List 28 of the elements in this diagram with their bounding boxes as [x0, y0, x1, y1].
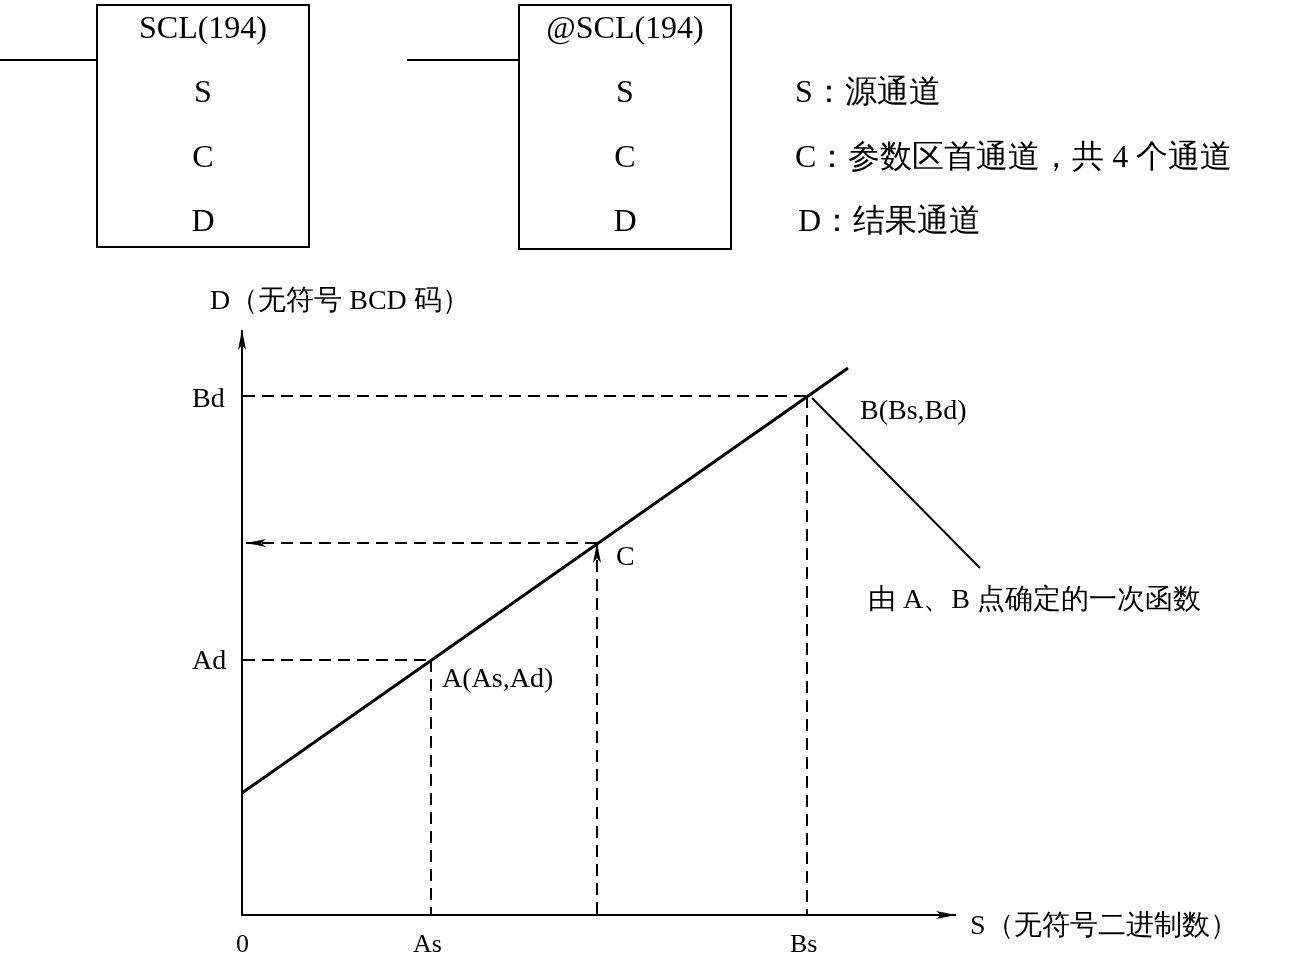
tick-label: 0 — [236, 928, 249, 956]
axis-label: S（无符号二进制数） — [970, 909, 1238, 941]
tick-label: Ad — [192, 644, 227, 676]
instruction-box — [96, 4, 310, 248]
point-label: A(As,Ad) — [442, 662, 554, 694]
operand-name: C — [192, 138, 214, 174]
annotation-text: 由 A、B 点确定的一次函数 — [868, 583, 1201, 615]
point-label: C — [616, 540, 635, 572]
operand-name: S — [616, 73, 634, 109]
function-line — [241, 366, 849, 795]
operand-name: C — [614, 138, 636, 174]
tick-label: Bd — [192, 382, 225, 414]
tick-label: Bs — [790, 928, 818, 956]
definition-text: S：源通道 — [795, 75, 941, 107]
leader-line — [811, 397, 981, 569]
point-label: B(Bs,Bd) — [860, 394, 967, 426]
tick-label: As — [413, 928, 442, 956]
definition-text: D：结果通道 — [798, 204, 982, 236]
operand-name: S — [194, 73, 212, 109]
input-line — [406, 59, 519, 61]
instruction-name: @SCL(194) — [546, 9, 704, 45]
operand-name: D — [191, 202, 215, 238]
operand-name: D — [613, 202, 637, 238]
definition-text: C：参数区首通道，共 4 个通道 — [795, 140, 1233, 172]
axis-label: D（无符号 BCD 码） — [210, 284, 470, 316]
input-line — [0, 59, 97, 61]
instruction-name: SCL(194) — [139, 9, 267, 45]
instruction-box — [518, 4, 732, 250]
